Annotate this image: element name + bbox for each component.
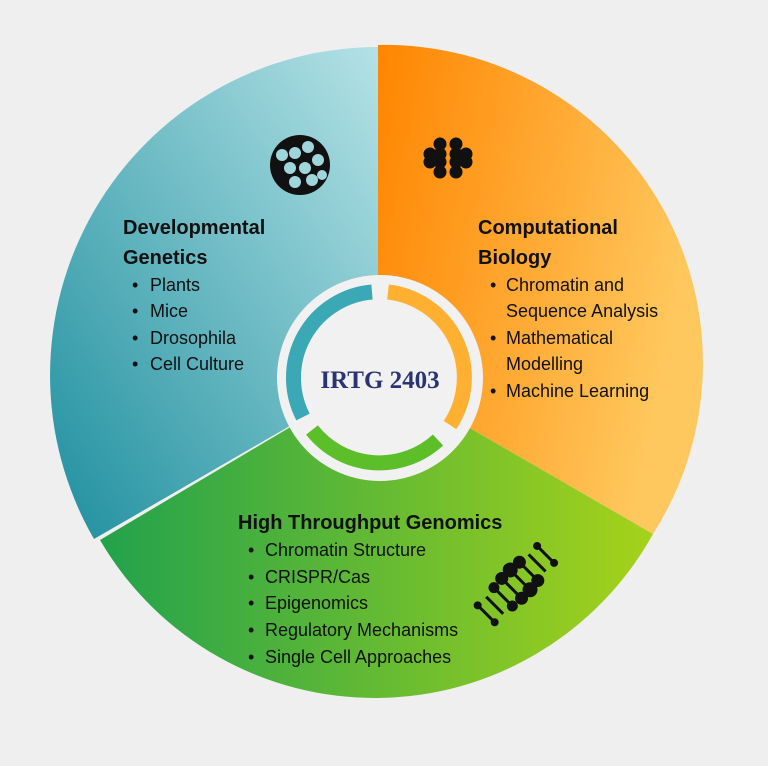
list-item: Plants	[150, 275, 200, 295]
svg-text:•: •	[490, 275, 496, 295]
svg-text:•: •	[248, 567, 254, 587]
list-item: Sequence Analysis	[506, 301, 658, 321]
list-item: Single Cell Approaches	[265, 647, 451, 667]
list-item: CRISPR/Cas	[265, 567, 370, 587]
svg-text:•: •	[132, 301, 138, 321]
list-item: Cell Culture	[150, 354, 244, 374]
svg-text:•: •	[248, 620, 254, 640]
svg-text:•: •	[490, 381, 496, 401]
sector-title: Genetics	[123, 247, 207, 269]
computational-biology-text: Computational Biology • Chromatin and Seq…	[478, 217, 658, 401]
svg-text:•: •	[248, 647, 254, 667]
list-item: Modelling	[506, 354, 583, 374]
sector-title: Developmental	[123, 217, 265, 239]
list-item: Epigenomics	[265, 593, 368, 613]
list-item: Mathematical	[506, 328, 613, 348]
sector-title: High Throughput Genomics	[238, 512, 502, 534]
center-label: IRTG 2403	[320, 367, 439, 394]
cell-cluster-icon	[270, 135, 330, 195]
svg-text:•: •	[132, 354, 138, 374]
high-throughput-genomics-text: High Throughput Genomics • Chromatin Stru…	[238, 512, 502, 667]
sector-title: Computational	[478, 217, 618, 239]
list-item: Regulatory Mechanisms	[265, 620, 458, 640]
svg-text:•: •	[490, 328, 496, 348]
sector-high-throughput-genomics	[100, 375, 653, 698]
svg-text:•: •	[248, 593, 254, 613]
dna-icon	[473, 541, 559, 627]
list-item: Mice	[150, 301, 188, 321]
svg-text:•: •	[132, 275, 138, 295]
list-item: Drosophila	[150, 328, 237, 348]
network-nodes-icon	[423, 137, 473, 179]
list-item: Machine Learning	[506, 381, 649, 401]
sector-title: Biology	[478, 247, 552, 269]
svg-text:•: •	[248, 540, 254, 560]
cycle-arrows	[286, 284, 472, 471]
list-item: Chromatin Structure	[265, 540, 426, 560]
svg-text:•: •	[132, 328, 138, 348]
list-item: Chromatin and	[506, 275, 624, 295]
developmental-genetics-text: Developmental Genetics • Plants • Mice • Dr…	[123, 217, 265, 374]
